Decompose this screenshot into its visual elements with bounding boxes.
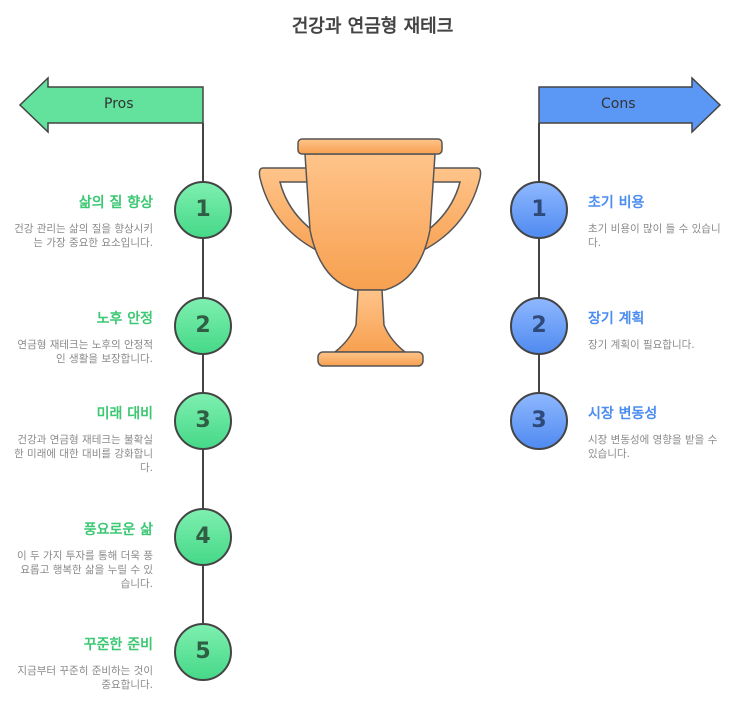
cons-step-number: 1: [531, 197, 547, 222]
cons-item-desc: 초기 비용이 많이 들 수 있습니다.: [588, 223, 721, 249]
cons-item-title: 초기 비용: [588, 195, 645, 211]
cons-step-circle: [510, 297, 568, 355]
cons-item-desc: 시장 변동성에 영향을 받을 수 있습니다.: [588, 434, 718, 460]
pros-step-circle: [174, 508, 232, 566]
trophy-icon: [258, 138, 482, 367]
pros-item-desc: 건강 관리는 삶의 질을 향상시키는 가장 중요한 요소입니다.: [14, 223, 153, 249]
pros-step-number: 3: [195, 408, 211, 433]
cons-step-number: 3: [531, 408, 547, 433]
pros-step-circle: [174, 297, 232, 355]
cons-arrow-right-icon: [538, 76, 722, 134]
pros-item-title: 삶의 질 향상: [78, 195, 153, 211]
cons-step-number: 2: [531, 313, 547, 338]
pros-item-title: 미래 대비: [96, 406, 153, 422]
pros-step-number: 5: [195, 639, 211, 664]
pros-item-title: 노후 안정: [96, 311, 153, 327]
pros-step-circle: [174, 392, 232, 450]
pros-arrow-left-icon: [18, 76, 204, 134]
cons-step-circle: [510, 392, 568, 450]
pros-step-circle: [174, 623, 232, 681]
pros-step-number: 2: [195, 313, 211, 338]
pros-item-desc: 건강과 연금형 재테크는 불확실한 미래에 대한 대비를 강화합니다.: [14, 434, 153, 474]
pros-step-number: 1: [195, 197, 211, 222]
pros-step-number: 4: [195, 524, 211, 549]
pros-item-title: 풍요로운 삶: [83, 522, 153, 538]
page-title: 건강과 연금형 재테크: [291, 16, 454, 37]
pros-item-desc: 연금형 재테크는 노후의 안정적인 생활을 보장합니다.: [17, 339, 153, 365]
pros-item-desc: 이 두 가지 투자를 통해 더욱 풍요롭고 행복한 삶을 누릴 수 있습니다.: [17, 550, 153, 590]
pros-item-title: 꾸준한 준비: [83, 637, 153, 653]
cons-label: Cons: [601, 96, 636, 112]
pros-item-desc: 지금부터 꾸준히 준비하는 것이 중요합니다.: [17, 665, 153, 691]
pros-label: Pros: [104, 96, 134, 112]
cons-item-title: 장기 계획: [588, 311, 645, 327]
cons-item-desc: 장기 계획이 필요합니다.: [588, 339, 695, 351]
pros-step-circle: [174, 181, 232, 239]
cons-step-circle: [510, 181, 568, 239]
cons-item-title: 시장 변동성: [588, 406, 658, 422]
